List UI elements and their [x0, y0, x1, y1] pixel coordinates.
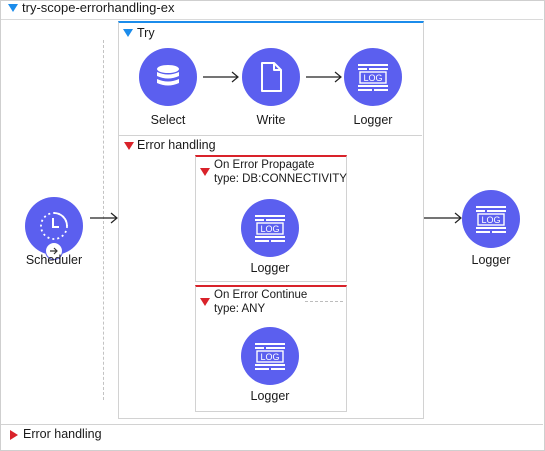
log-icon: LOG	[255, 343, 285, 370]
try-logger-label: Logger	[353, 113, 393, 127]
clock-icon	[40, 212, 68, 240]
error-handling-title: Error handling	[137, 138, 216, 152]
propagate-type: type: DB:CONNECTIVITY	[214, 173, 347, 185]
propagate-title: On Error Propagate	[214, 159, 315, 171]
after-logger-label: Logger	[471, 253, 511, 267]
try-scope[interactable]	[118, 21, 424, 419]
svg-text:LOG: LOG	[481, 215, 500, 225]
footer-error-handling[interactable]: Error handling	[0, 425, 545, 449]
svg-text:LOG: LOG	[260, 352, 279, 362]
on-error-continue-scope[interactable]	[195, 285, 347, 412]
select-label: Select	[150, 113, 186, 127]
scheduler-label: Scheduler	[25, 253, 83, 267]
scheduler-badge	[45, 242, 63, 260]
continue-title: On Error Continue	[214, 289, 308, 301]
continue-logger-processor[interactable]: LOG	[241, 327, 299, 385]
continue-title-dashes	[305, 301, 343, 302]
arrow-right-icon	[50, 247, 58, 255]
continue-logger-label: Logger	[250, 389, 290, 403]
propagate-logger-label: Logger	[250, 261, 290, 275]
collapse-triangle-icon[interactable]	[8, 4, 18, 12]
continue-type: type: ANY	[214, 303, 266, 315]
propagate-logger-processor[interactable]: LOG	[241, 199, 299, 257]
source-divider	[103, 40, 104, 400]
footer-divider	[1, 424, 543, 425]
arrow-try-to-logger	[424, 212, 462, 224]
write-processor[interactable]	[242, 48, 300, 106]
arrow-select-to-write	[203, 71, 239, 83]
write-label: Write	[256, 113, 286, 127]
log-icon: LOG	[358, 64, 388, 91]
propagate-collapse-icon[interactable]	[200, 168, 210, 176]
flow-name: try-scope-errorhandling-ex	[22, 0, 175, 15]
database-icon	[157, 65, 179, 86]
footer-error-handling-label: Error handling	[23, 427, 102, 441]
flow-header-divider	[1, 19, 543, 20]
continue-collapse-icon[interactable]	[200, 298, 210, 306]
try-collapse-icon[interactable]	[123, 29, 133, 37]
file-icon	[261, 62, 282, 92]
svg-text:LOG: LOG	[260, 224, 279, 234]
arrow-write-to-logger	[306, 71, 342, 83]
try-logger-processor[interactable]: LOG	[344, 48, 402, 106]
try-error-divider	[119, 135, 422, 136]
error-handling-collapse-icon[interactable]	[124, 142, 134, 150]
on-error-propagate-scope[interactable]	[195, 155, 347, 282]
flow-header[interactable]: try-scope-errorhandling-ex	[0, 0, 545, 17]
log-icon: LOG	[255, 215, 285, 242]
expand-triangle-icon[interactable]	[10, 430, 18, 440]
after-logger-processor[interactable]: LOG	[462, 190, 520, 248]
svg-text:LOG: LOG	[363, 73, 382, 83]
try-title: Try	[137, 26, 155, 40]
arrow-scheduler-to-try	[90, 212, 118, 224]
select-processor[interactable]	[139, 48, 197, 106]
log-icon: LOG	[476, 206, 506, 233]
